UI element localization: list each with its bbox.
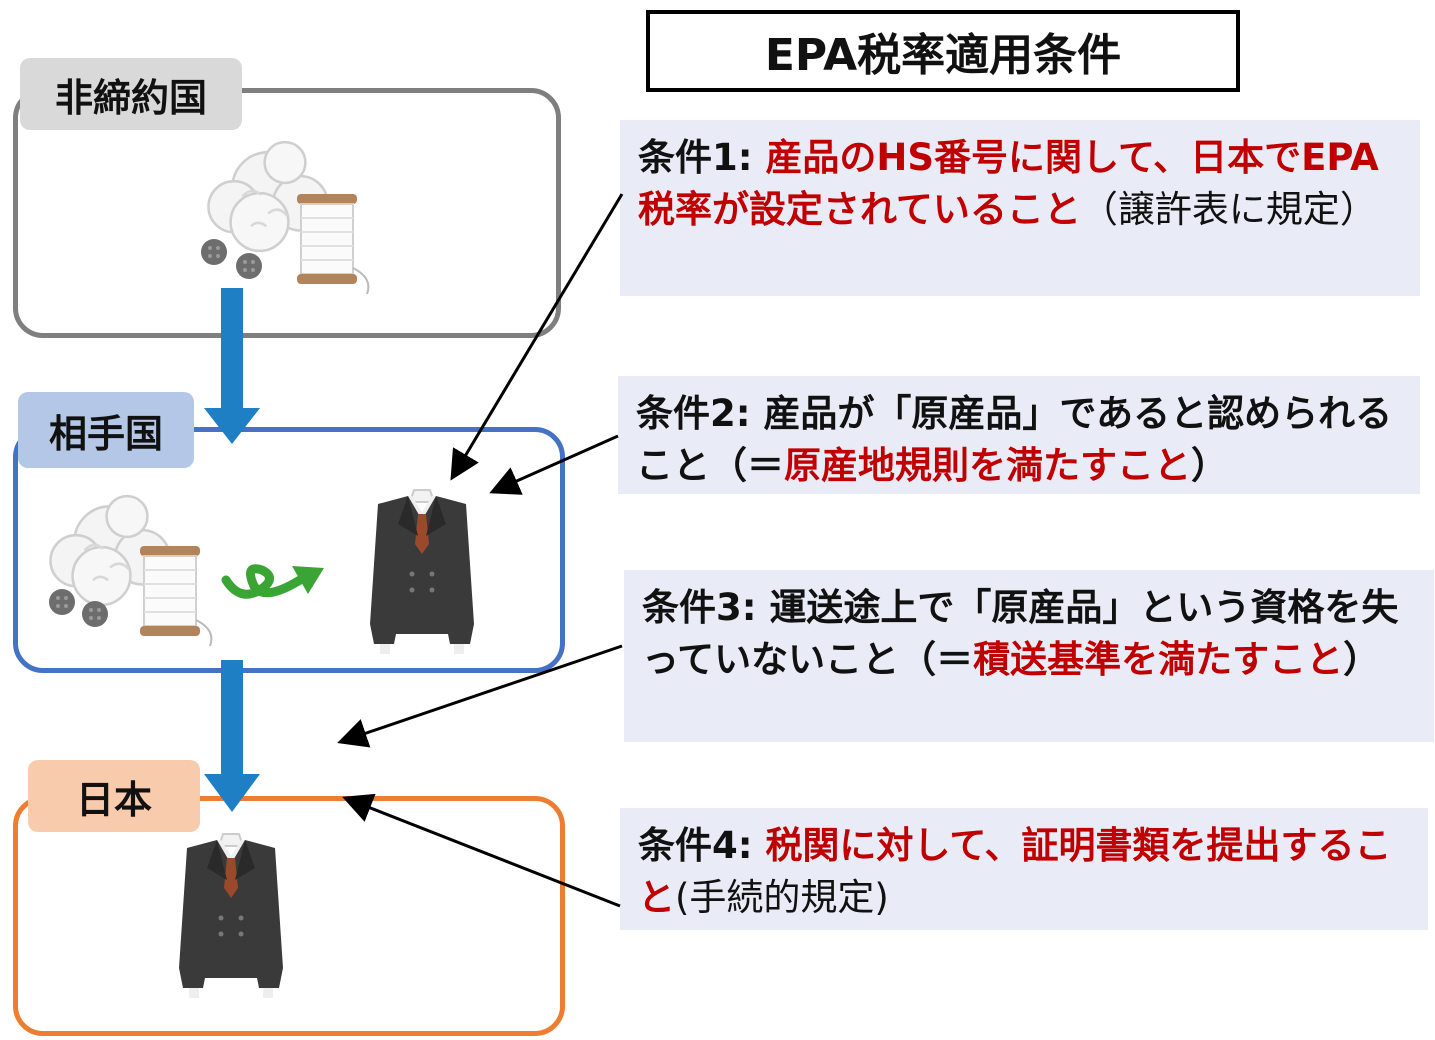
flow-arrow-1 (204, 288, 260, 444)
condition-2-suffix: ） (1191, 444, 1228, 487)
thread-spool-icon (139, 545, 213, 647)
condition-2: 条件2: 産品が「原産品」であると認められること（＝原産地規則を満たすこと） (618, 376, 1420, 494)
condition-4-note: (手続的規定) (675, 876, 889, 919)
condition-3-label: 条件3: (642, 586, 757, 629)
condition-3-emphasis: 積送基準を満たすこと (973, 638, 1344, 681)
suit-icon (369, 489, 475, 655)
condition-2-emphasis: 原産地規則を満たすこと (784, 444, 1191, 487)
suit-icon (178, 833, 284, 999)
condition-2-label: 条件2: (636, 392, 751, 435)
condition-1-label: 条件1: (638, 136, 753, 179)
japan-box (13, 796, 565, 1036)
condition-1-note: （譲許表に規定） (1080, 188, 1377, 231)
transform-arrow-icon (221, 564, 324, 599)
partner-label: 相手国 (18, 392, 194, 468)
condition-4: 条件4: 税関に対して、証明書類を提出すること(手続的規定) (620, 808, 1428, 930)
pointer-arrow-condition-4 (342, 793, 621, 908)
japan-label: 日本 (28, 760, 200, 832)
condition-3-suffix: ） (1343, 638, 1381, 681)
pointer-arrow-condition-1 (450, 193, 624, 481)
condition-3-prefix: 運送途上で「原産品」という資格を失っていないこと（＝ (642, 586, 1399, 681)
pointer-arrow-condition-3 (337, 644, 623, 748)
condition-3: 条件3: 運送途上で「原産品」という資格を失っていないこと（＝積送基準を満たすこ… (624, 570, 1434, 742)
condition-4-emphasis: 税関に対して、証明書類を提出すること (638, 824, 1392, 919)
condition-4-label: 条件4: (638, 824, 753, 867)
pointer-arrow-condition-2 (489, 434, 619, 495)
flow-arrow-2 (204, 660, 260, 812)
condition-1-emphasis: 産品のHS番号に関して、日本でEPA税率が設定されていること (638, 136, 1379, 231)
condition-2-prefix: 産品が「原産品」であると認められること（＝ (636, 392, 1393, 487)
thread-spool-icon (296, 193, 370, 295)
non-party-label: 非締約国 (20, 58, 242, 130)
diagram-title: EPA税率適用条件 (646, 10, 1240, 92)
condition-1: 条件1: 産品のHS番号に関して、日本でEPA税率が設定されていること（譲許表に… (620, 120, 1420, 296)
